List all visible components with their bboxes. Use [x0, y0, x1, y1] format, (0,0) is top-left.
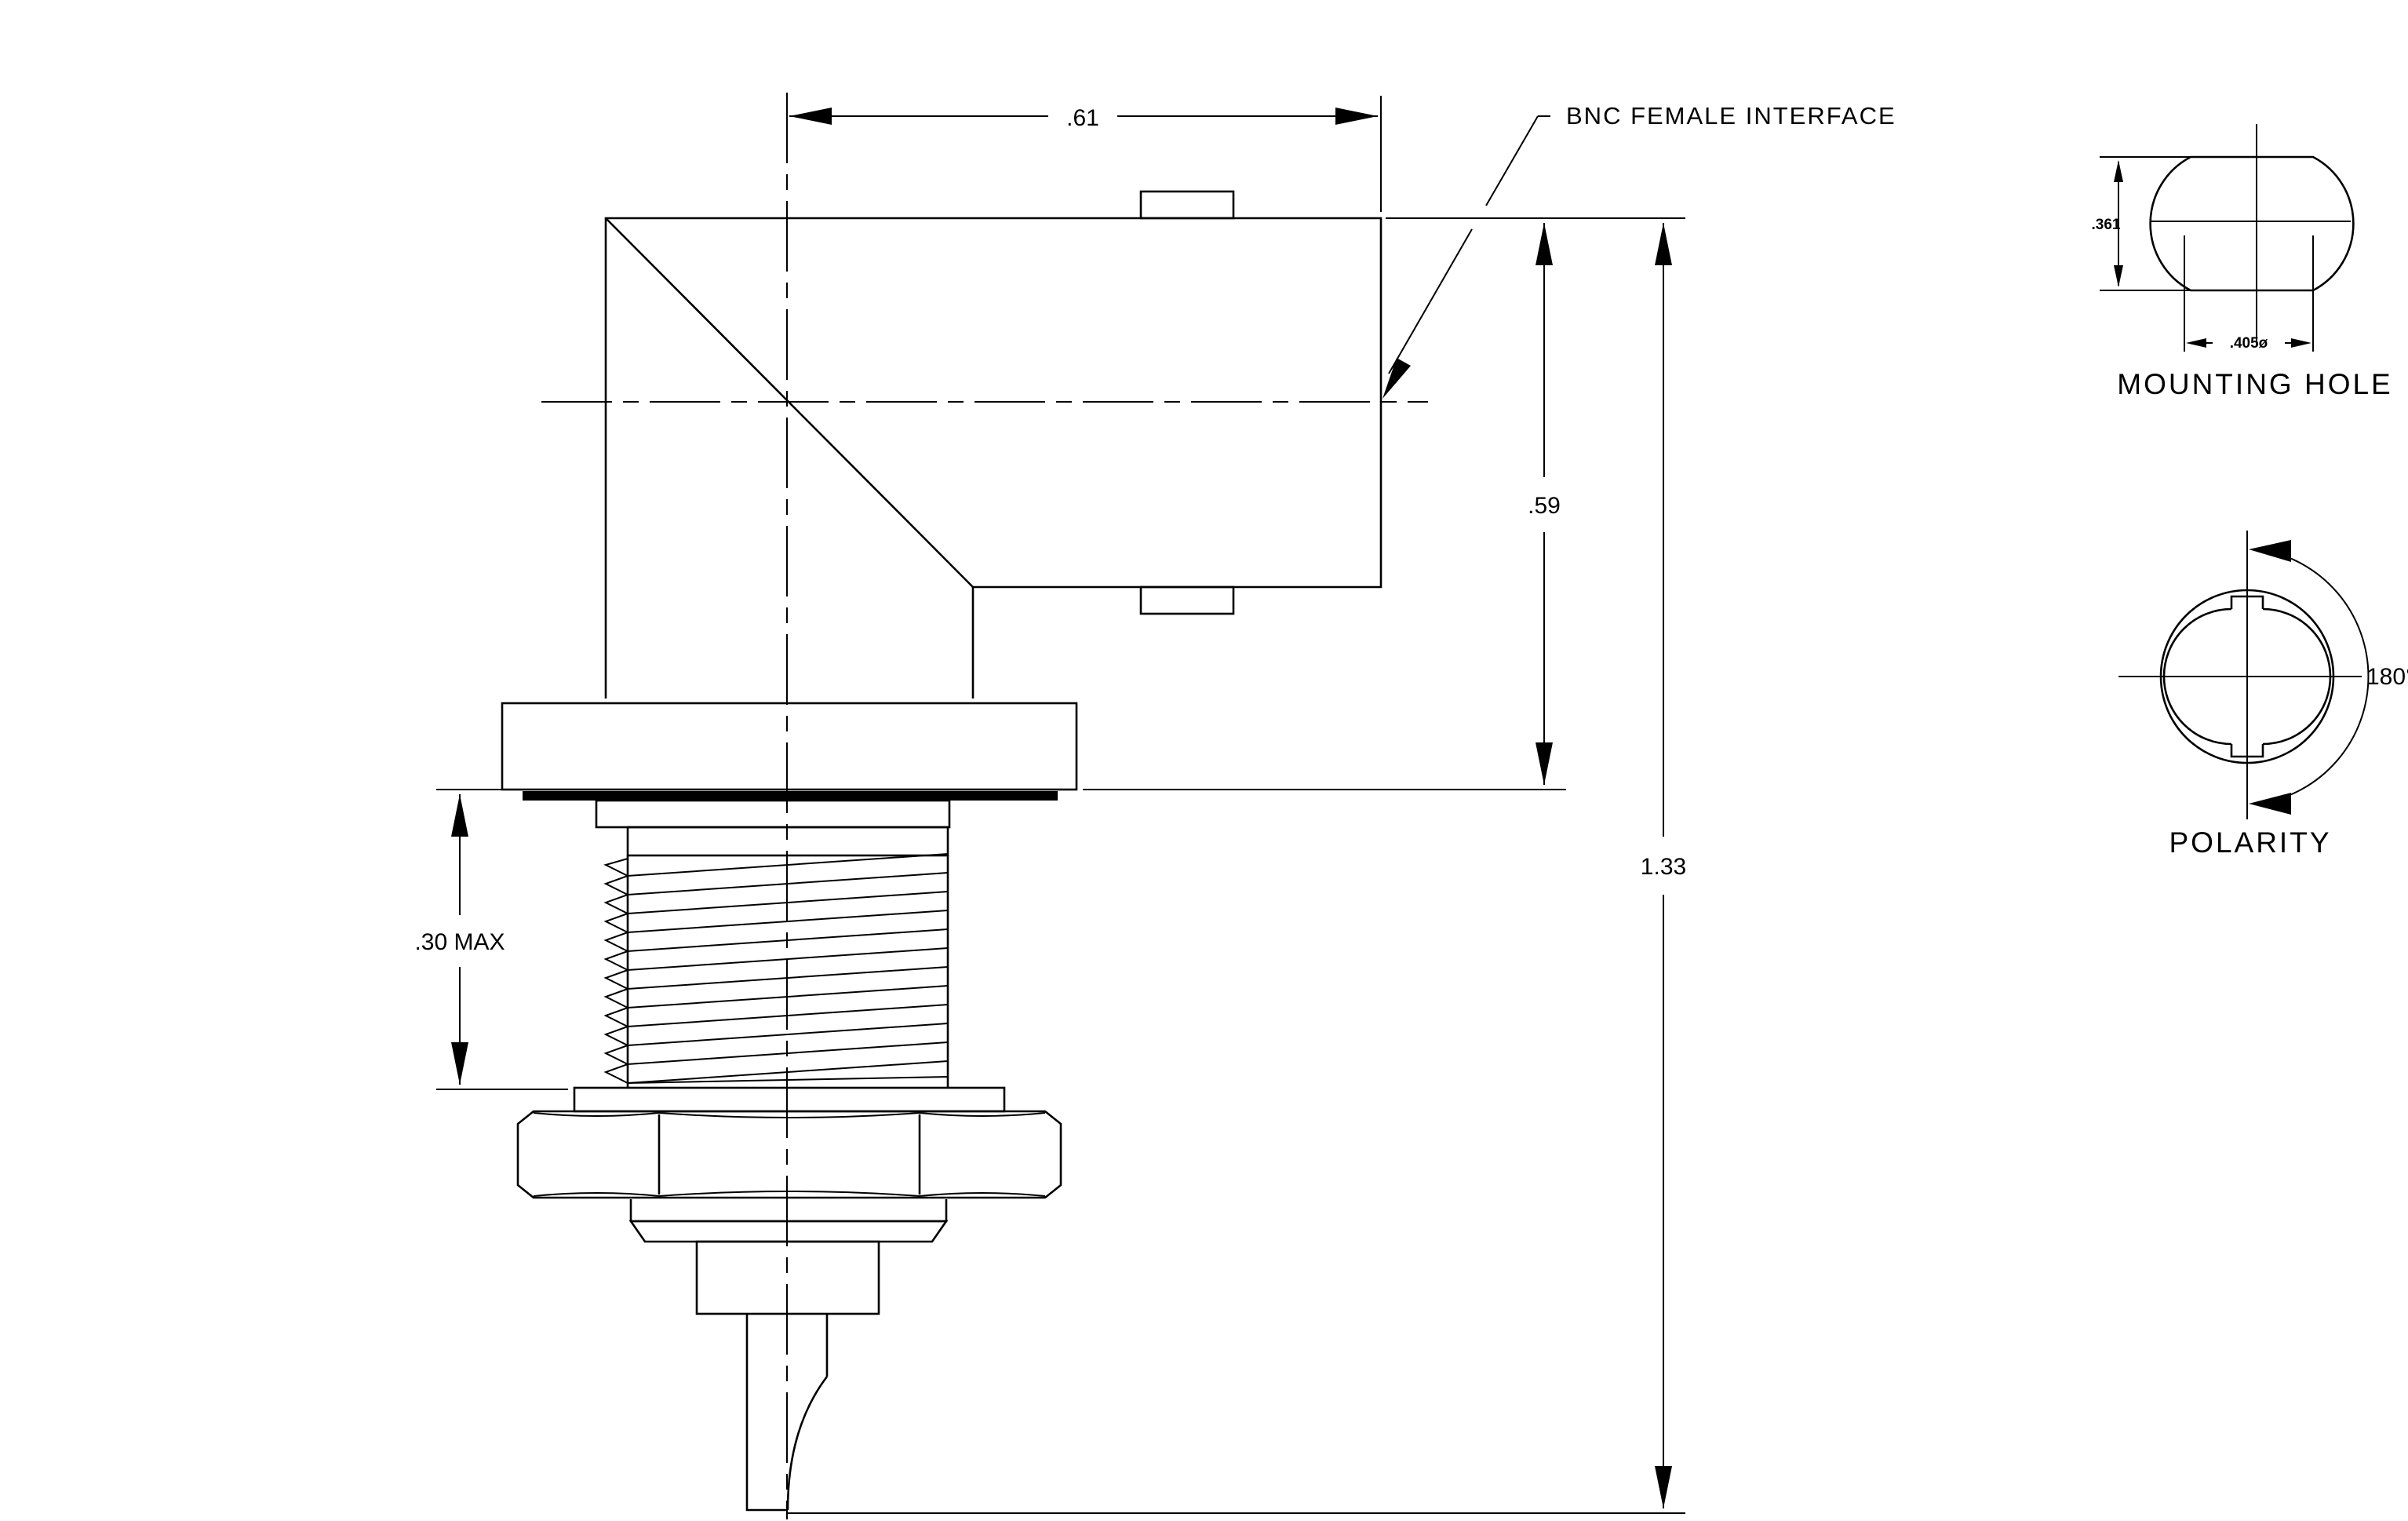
dim-overall-height: 1.33 — [788, 217, 1686, 1514]
rotation-label: 180° — [2366, 664, 2408, 690]
dim-height-upper: .59 — [1083, 217, 1566, 790]
polarity-caption: POLARITY — [2169, 826, 2332, 859]
dim-height-upper-label: .59 — [1528, 493, 1561, 519]
dim-thread-length: .30 MAX — [414, 789, 618, 1090]
hex-nut — [516, 1086, 1062, 1199]
flange — [501, 702, 1078, 857]
terminal — [628, 1199, 949, 1512]
thread — [603, 853, 949, 1088]
dim-thread-length-label: .30 MAX — [414, 929, 505, 955]
dim-width-top-label: .61 — [1066, 105, 1099, 131]
hole-flat-dim: .361 — [2092, 217, 2121, 233]
mounting-hole-caption: MOUNTING HOLE — [2117, 368, 2392, 400]
dim-overall-height-label: 1.33 — [1641, 854, 1686, 880]
callout-label: BNC FEMALE INTERFACE — [1566, 102, 1896, 129]
hole-diameter-dim: .405ø — [2230, 335, 2268, 352]
connector-side-view: .61 .59 1.33 — [414, 93, 1896, 1519]
polarity-detail: 180° POLARITY — [2118, 531, 2408, 859]
interface-callout: BNC FEMALE INTERFACE — [1383, 102, 1896, 399]
housing — [604, 190, 1383, 698]
dim-width-top: .61 — [789, 96, 1382, 212]
mounting-hole-detail: .361 .405ø MOUNTING HOLE — [2092, 124, 2392, 400]
